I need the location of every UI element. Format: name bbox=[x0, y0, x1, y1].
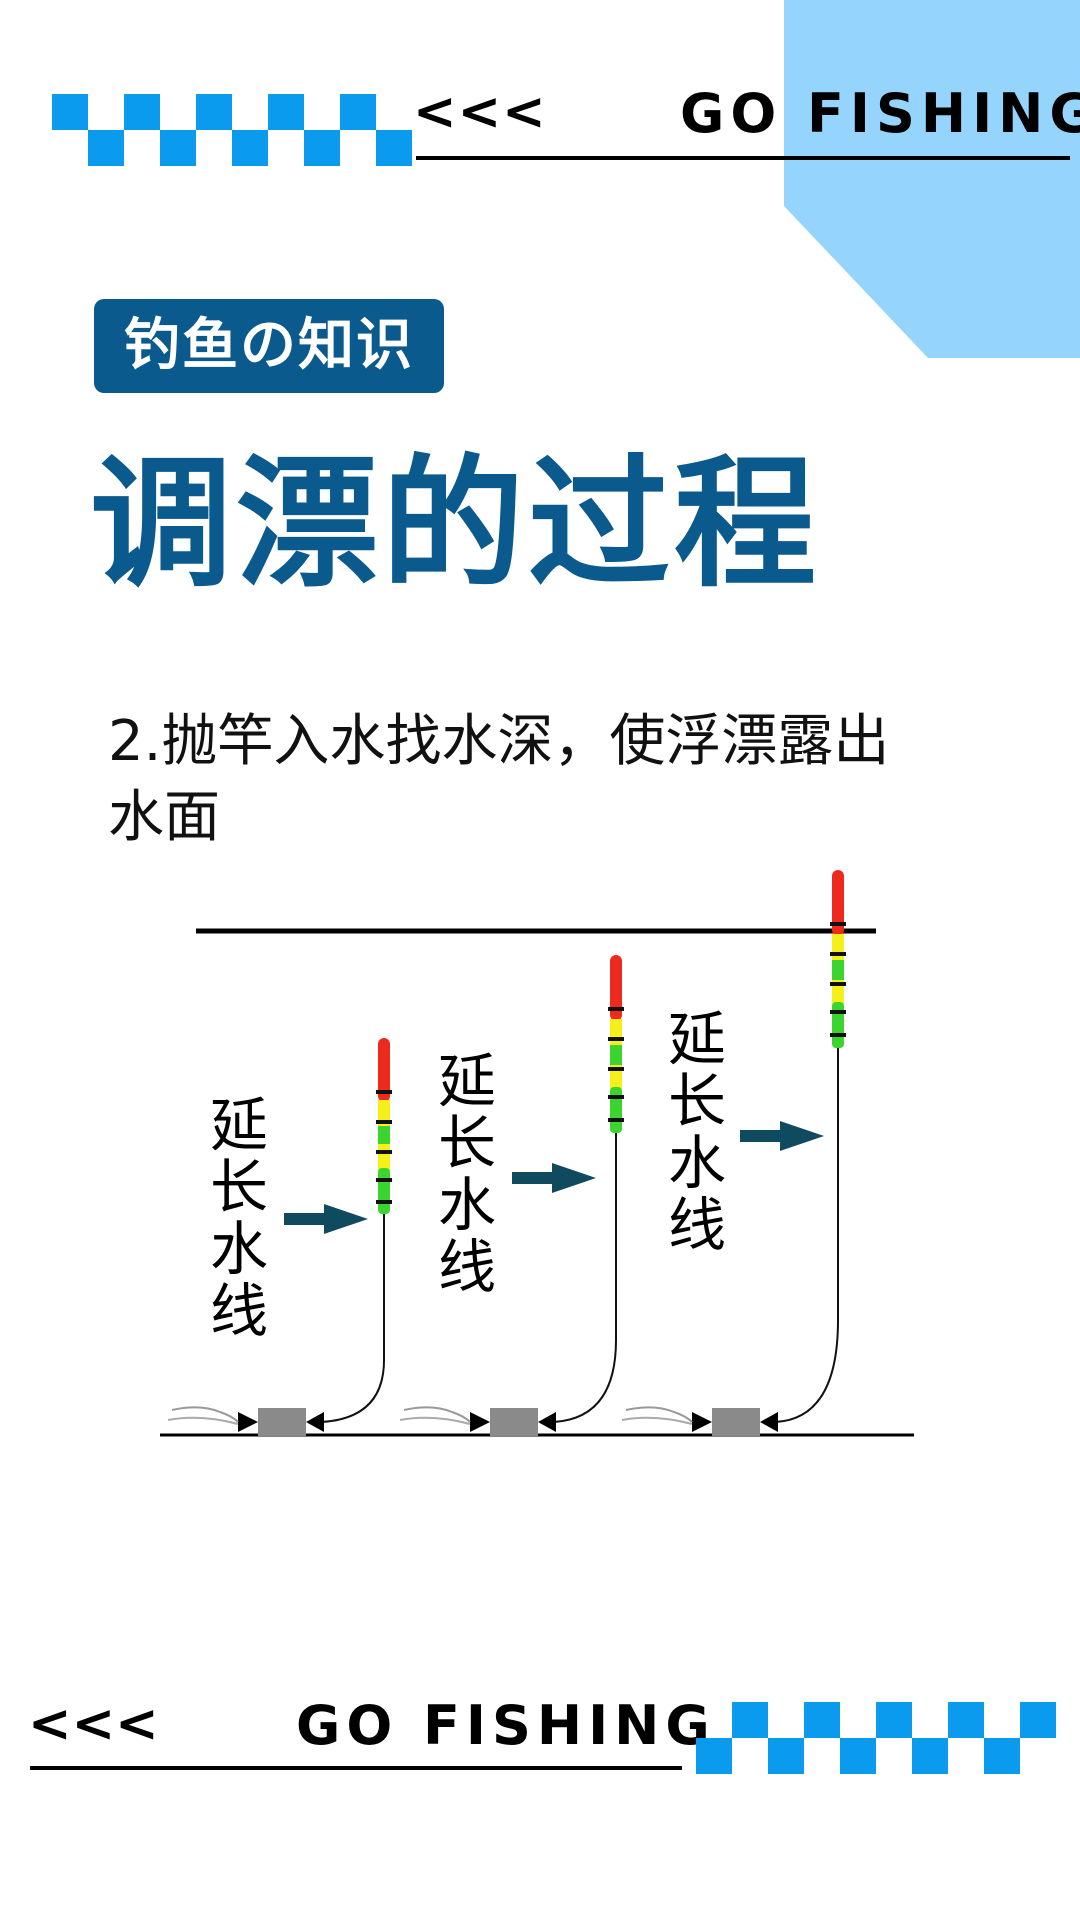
step-text: 2.抛竿入水找水深，使浮漂露出水面 bbox=[108, 709, 890, 850]
corner-decoration bbox=[784, 0, 1080, 358]
footer-rule bbox=[30, 1766, 682, 1770]
category-badge: 钓鱼の知识 bbox=[94, 299, 444, 393]
float-3 bbox=[775, 870, 846, 1423]
arrow-right-icon bbox=[284, 1204, 368, 1234]
footer-brand: GO FISHING bbox=[296, 1694, 716, 1757]
float-1 bbox=[321, 1038, 392, 1423]
float-2 bbox=[553, 955, 624, 1423]
header-brand: GO FISHING bbox=[680, 82, 1080, 145]
footer-arrows: <<< bbox=[28, 1694, 159, 1754]
diagram-label-3: 延长水线 bbox=[658, 1008, 726, 1256]
header-rule bbox=[416, 156, 1070, 160]
sinker-2 bbox=[399, 1406, 556, 1436]
float-adjustment-diagram bbox=[160, 870, 914, 1437]
sinker-3 bbox=[621, 1406, 778, 1436]
sinker-1 bbox=[167, 1406, 324, 1436]
checker-pattern-bottom bbox=[696, 1702, 1056, 1774]
page-title: 调漂的过程 bbox=[90, 442, 820, 607]
arrow-right-icon bbox=[512, 1163, 596, 1193]
diagram-label-1: 延长水线 bbox=[200, 1094, 268, 1342]
header-arrows: <<< bbox=[413, 82, 547, 142]
checker-pattern-top bbox=[52, 94, 412, 166]
arrow-right-icon bbox=[740, 1121, 824, 1151]
diagram-label-2: 延长水线 bbox=[428, 1050, 496, 1298]
